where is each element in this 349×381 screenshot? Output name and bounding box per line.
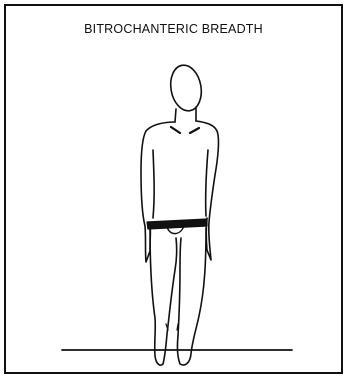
head (167, 63, 205, 114)
left-leg (150, 229, 177, 365)
measurement-band (147, 219, 207, 229)
right-leg (177, 228, 206, 365)
body-outline (141, 121, 218, 262)
collarbone-marks (171, 127, 199, 133)
torso-sides (153, 150, 208, 218)
